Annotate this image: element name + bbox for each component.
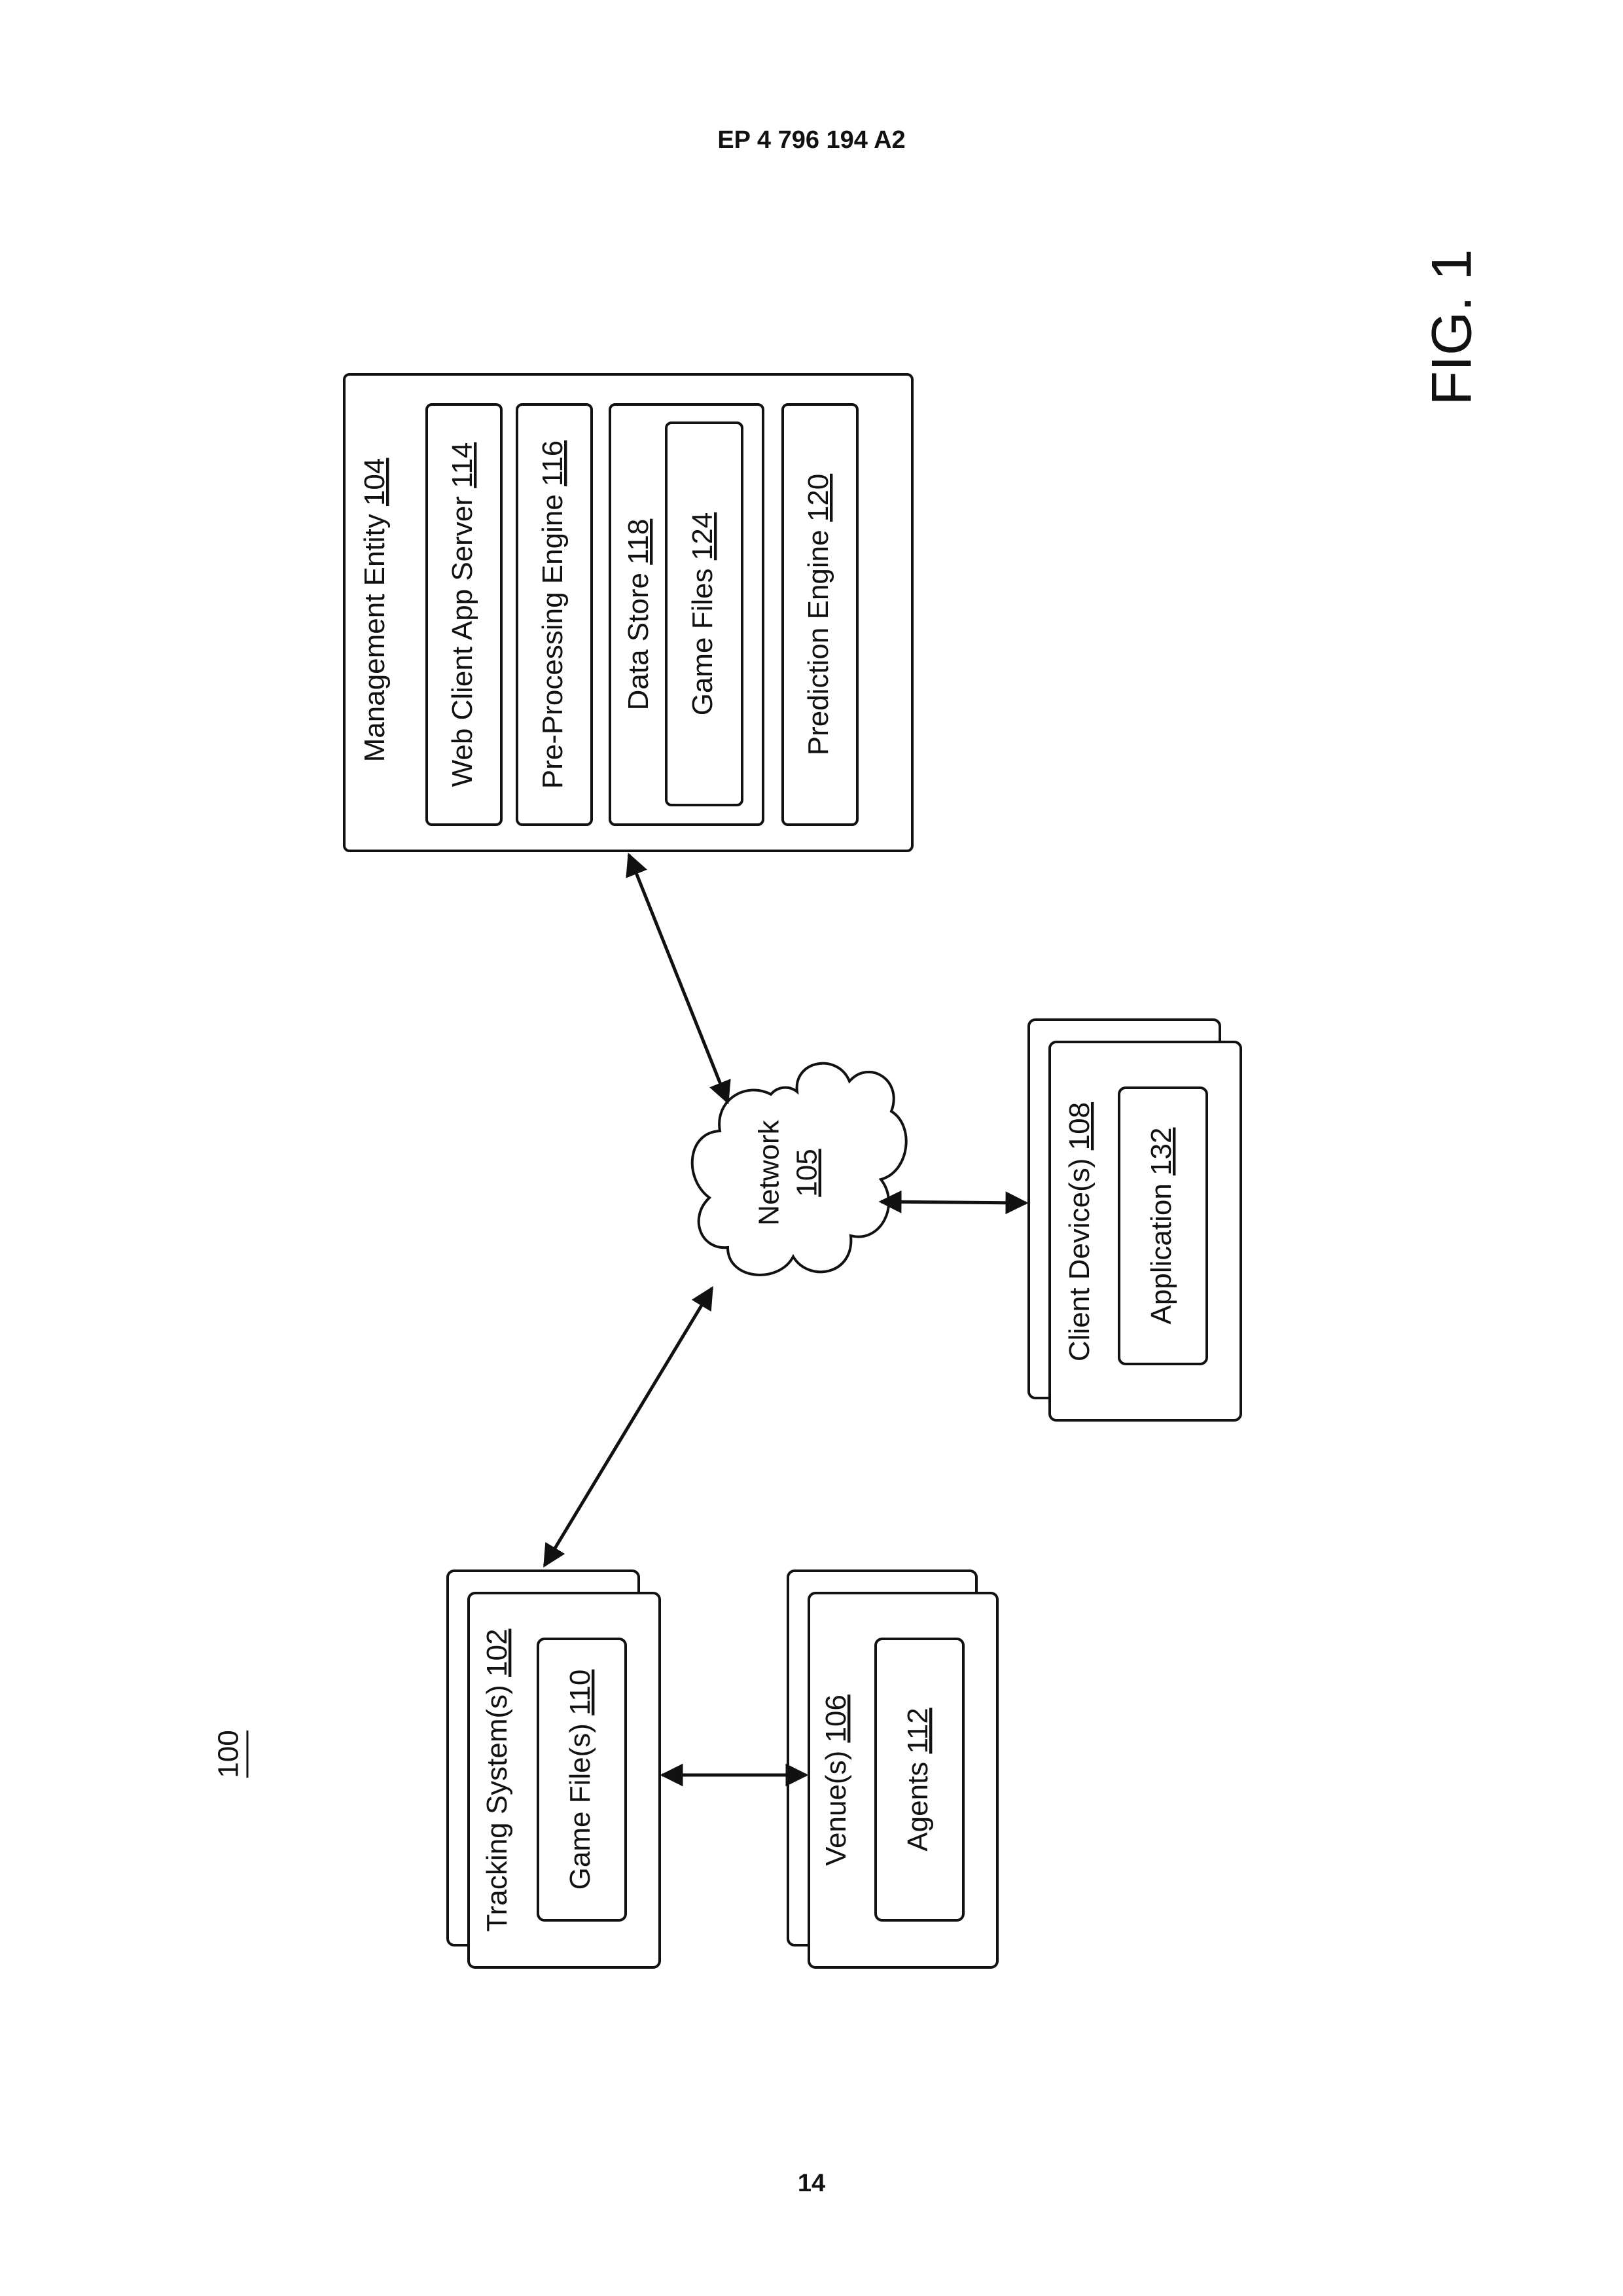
client-devices: Client Device(s) 108 Application 132 <box>1029 1020 1241 1420</box>
patent-number: EP 4 796 194 A2 <box>717 126 905 154</box>
network-client-connector <box>881 1202 1026 1203</box>
venues-label: Venue(s) 106 <box>820 1695 852 1866</box>
management-entity: Management Entity 104 Web Client App Ser… <box>344 374 912 851</box>
data-store-label: Data Store 118 <box>622 519 654 711</box>
client-devices-label: Client Device(s) 108 <box>1063 1102 1096 1361</box>
figure-label: FIG. 1 <box>1421 249 1484 406</box>
management-entity-label: Management Entity 104 <box>359 458 391 762</box>
application-label: Application 132 <box>1145 1128 1177 1325</box>
network-ref: 105 <box>791 1149 823 1196</box>
agents-label: Agents 112 <box>902 1708 934 1851</box>
tracking-systems: Tracking System(s) 102 Game File(s) 110 <box>448 1571 660 1967</box>
game-files-label: Game Files 124 <box>687 512 719 716</box>
page-number: 14 <box>798 2170 825 2197</box>
web-client-label: Web Client App Server 114 <box>446 442 478 787</box>
management-network-connector <box>629 855 728 1102</box>
pre-processing-label: Pre-Processing Engine 116 <box>537 440 569 789</box>
game-file-label: Game File(s) 110 <box>564 1670 596 1890</box>
prediction-label: Prediction Engine 120 <box>802 474 834 756</box>
system-ref-label: 100 <box>213 1730 245 1778</box>
tracking-systems-label: Tracking System(s) 102 <box>481 1629 513 1932</box>
venues: Venue(s) 106 Agents 112 <box>788 1571 997 1967</box>
system-ref: 100 <box>213 1730 247 1778</box>
network-tracking-connector <box>544 1288 712 1566</box>
network-label: Network <box>753 1119 785 1225</box>
